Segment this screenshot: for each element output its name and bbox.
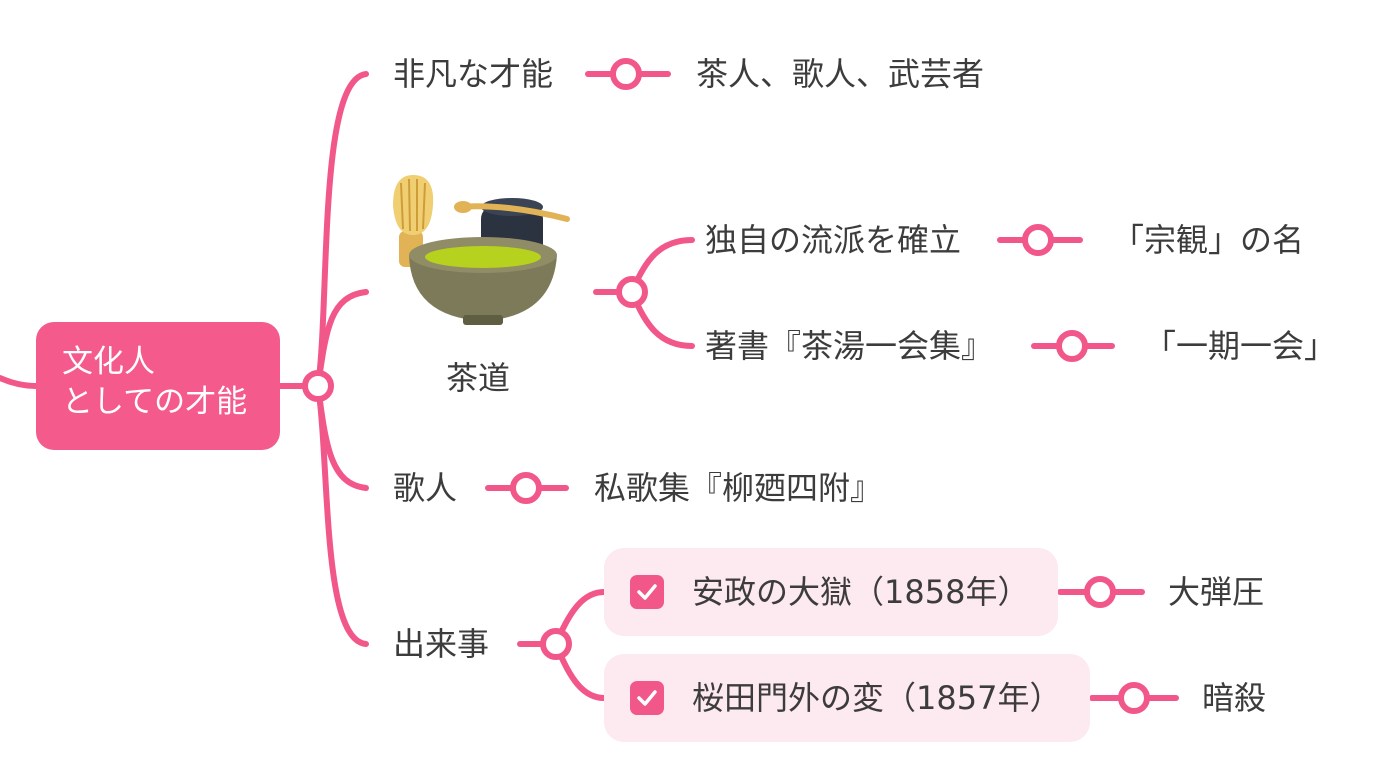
topic-book-detail[interactable]: 「一期一会」 (1144, 327, 1337, 365)
task-sakurada[interactable]: 桜田門外の変（1857年） (604, 654, 1090, 742)
root-topic-line2: としての才能 (62, 384, 248, 420)
checkmark-icon (637, 690, 657, 706)
topic-talent[interactable]: 非凡な才能 (393, 55, 554, 93)
topic-school-detail[interactable]: 「宗観」の名 (1112, 221, 1305, 259)
topic-poet-detail[interactable]: 私歌集『柳廼四附』 (594, 469, 883, 507)
root-topic-line1: 文化人 (62, 344, 155, 380)
task-ansei[interactable]: 安政の大獄（1858年） (604, 548, 1058, 636)
root-topic[interactable]: 文化人 としての才能 (36, 322, 280, 450)
topic-events[interactable]: 出来事 (393, 625, 490, 663)
ansei-node (1084, 576, 1116, 608)
topic-talent-detail[interactable]: 茶人、歌人、武芸者 (696, 55, 985, 93)
topic-school[interactable]: 独自の流派を確立 (705, 221, 962, 259)
book-node (1056, 330, 1088, 362)
topic-tea[interactable]: 茶道 (446, 359, 511, 397)
task-checkbox[interactable] (630, 575, 664, 609)
topic-ansei-detail[interactable]: 大弾圧 (1168, 573, 1265, 611)
task-sakurada-label: 桜田門外の変（1857年） (692, 679, 1062, 717)
school-node (1022, 224, 1054, 256)
topic-poet[interactable]: 歌人 (393, 469, 458, 507)
topic-sakurada-detail[interactable]: 暗殺 (1202, 679, 1267, 717)
checkmark-icon (637, 584, 657, 600)
sakurada-node (1118, 682, 1150, 714)
topic-book[interactable]: 著書『茶湯一会集』 (705, 327, 994, 365)
root-hub-node (302, 370, 334, 402)
task-checkbox[interactable] (630, 681, 664, 715)
branch-tea (315, 289, 369, 389)
branch-events (315, 383, 369, 647)
talent-node (610, 58, 642, 90)
root-left-stub (0, 375, 39, 389)
events-hub-node (540, 628, 572, 660)
tea-hub-node (616, 276, 648, 308)
tea-ceremony-illustration-icon (393, 175, 570, 325)
task-ansei-label: 安政の大獄（1858年） (692, 573, 1030, 611)
poet-node (510, 472, 542, 504)
